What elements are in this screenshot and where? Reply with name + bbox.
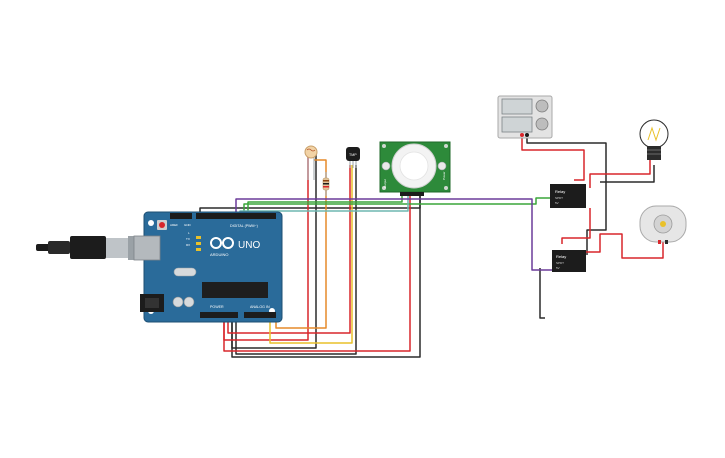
wire-relay-signal-green[interactable] — [243, 197, 550, 214]
usb-port — [133, 235, 161, 261]
arduino-model-label: UNO — [238, 240, 260, 251]
relay-bottom-line-2: 5V — [556, 266, 560, 270]
tmp-label: TMP — [349, 153, 357, 157]
wire-psu-black[interactable] — [526, 135, 607, 255]
wire-psu-red[interactable] — [521, 135, 585, 181]
pin-l-label: L — [188, 231, 190, 235]
arduino-logo — [210, 237, 234, 249]
wire-5v-tmp[interactable] — [227, 165, 351, 334]
wire-5v-pir[interactable] — [223, 196, 411, 352]
wire-gnd-relay-bottom[interactable] — [539, 268, 545, 319]
pir-sensor[interactable]: Output Power — [379, 141, 451, 196]
arduino-brand-label: ARDUINO — [210, 252, 228, 257]
dc-motor[interactable] — [639, 205, 687, 244]
pin-tx-label: TX — [186, 237, 190, 241]
power-label: POWER — [210, 305, 224, 309]
analog-header[interactable] — [244, 312, 276, 318]
arduino-board[interactable]: UNO ARDUINO DIGITAL (PWM~) POWER ANALOG … — [133, 211, 283, 323]
relay-bottom[interactable]: Relay SPDT 5V — [552, 250, 586, 272]
wires — [199, 135, 664, 358]
pin-aref-label: AREF — [170, 223, 178, 227]
psu-display-voltage — [501, 98, 533, 115]
pir-label-right: Power — [442, 171, 446, 180]
wire-relay-lamp-red[interactable] — [589, 160, 651, 188]
wire-relay-motor-red[interactable] — [586, 233, 664, 259]
light-bulb[interactable] — [639, 119, 669, 160]
analog-label: ANALOG IN — [250, 305, 270, 309]
pin-gnd-label: GND — [184, 223, 192, 227]
wire-resistor[interactable] — [314, 159, 327, 176]
pir-label-left: Output — [383, 179, 387, 188]
wire-lamp-black[interactable] — [600, 165, 655, 183]
wire-photoresistor-a0[interactable] — [275, 176, 327, 329]
microcontroller-chip — [202, 282, 268, 298]
wire-gnd-tmp[interactable] — [235, 165, 357, 355]
pin-rx-label: RX — [186, 243, 190, 247]
temperature-sensor[interactable]: TMP — [346, 147, 360, 168]
wire-relay-signal-purple[interactable] — [235, 198, 556, 271]
psu-knob-current[interactable] — [535, 117, 549, 131]
power-header[interactable] — [200, 312, 238, 318]
wire-tmp-a1[interactable] — [269, 165, 353, 344]
wire-gnd-pir[interactable] — [231, 196, 421, 358]
relay-bottom-title: Relay — [556, 254, 566, 259]
psu-knob-voltage[interactable] — [535, 99, 549, 113]
wire-relay-bottom-red[interactable] — [561, 208, 591, 244]
relay-top[interactable]: Relay SPDT 5V — [550, 184, 586, 208]
resistor[interactable] — [322, 172, 330, 196]
photoresistor[interactable] — [304, 145, 318, 180]
relay-bottom-line-1: SPDT — [556, 261, 564, 265]
relay-top-line-1: SPDT — [555, 196, 563, 200]
psu-display-current — [501, 116, 533, 133]
power-supply[interactable] — [497, 95, 553, 139]
relay-top-line-2: 5V — [555, 201, 559, 205]
relay-top-title: Relay — [555, 189, 565, 194]
digital-header-label: DIGITAL (PWM~) — [230, 224, 258, 228]
digital-header[interactable] — [196, 213, 276, 219]
usb-cable — [36, 236, 144, 260]
